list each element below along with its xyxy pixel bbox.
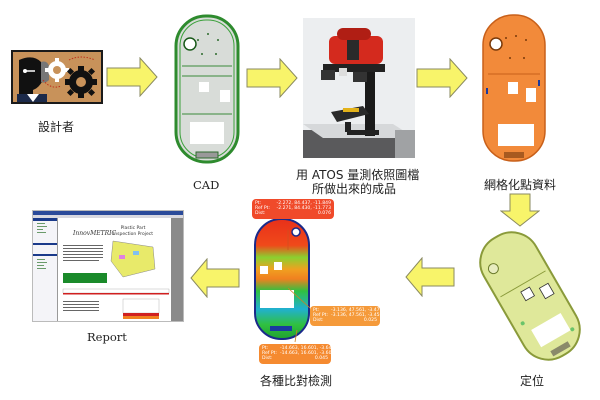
- atos-scanner-photo: [303, 18, 415, 158]
- ref-label: Ref Pt:: [255, 206, 271, 212]
- designer-label: 設計者: [38, 120, 75, 134]
- ref-value: -2.271, 84.430, -11.773: [276, 206, 331, 212]
- ref-value: -3.136, 47.561, -3.450: [331, 313, 383, 319]
- report-label: Report: [87, 330, 127, 344]
- pt-label: Pt:: [255, 201, 262, 206]
- arrow-right-3: [416, 58, 468, 98]
- report-title-line2: Inspection Project: [113, 231, 153, 237]
- deviation-map-image: [254, 218, 310, 340]
- dist-label: Dist:: [313, 318, 324, 324]
- ref-value: -14.663, 16.601, -3.600: [280, 351, 335, 357]
- phone-cad-model: [174, 14, 240, 164]
- mesh-label: 網格化點資料: [484, 178, 557, 192]
- ref-label: Ref Pt:: [262, 351, 278, 357]
- color-deviation-map: [254, 218, 310, 340]
- dist-value: 0.076: [317, 211, 331, 217]
- aligned-model-image: [470, 226, 590, 366]
- cad-model-image: [174, 14, 240, 164]
- dist-label: Dist:: [262, 356, 273, 362]
- arrow-left-1: [405, 257, 455, 297]
- callout-bottom: Pt: -14.663, 16.601, -3.645 Ref Pt:-14.66…: [259, 344, 335, 364]
- pt-value: -14.663, 16.601, -3.645: [280, 346, 335, 351]
- report-title-line1: Plastic Part: [121, 225, 146, 231]
- designer-image: [11, 50, 103, 104]
- arrow-down-1: [500, 193, 540, 227]
- arrow-left-2: [190, 258, 240, 298]
- arrow-right-1: [106, 57, 158, 97]
- designer-gears-icon: [11, 50, 103, 104]
- pt-label: Pt:: [262, 346, 269, 351]
- phone-mesh-model: [482, 14, 546, 162]
- report-image: InnovMETRIC Plastic Part Inspection Proj…: [32, 210, 184, 322]
- compare-label: 各種比對檢測: [260, 374, 333, 388]
- pt-value: -2.272, 84.437, -11.849: [276, 201, 331, 206]
- dist-value: 0.045: [314, 356, 328, 362]
- atos-label-line1: 用 ATOS 量測依照圖檔: [296, 168, 420, 182]
- atos-label-line2: 所做出來的成品: [312, 182, 397, 196]
- pt-value: -3.136, 47.561, -3.475: [331, 308, 383, 313]
- callout-leader-lines: [287, 230, 311, 343]
- pt-label: Pt:: [313, 308, 320, 313]
- report-document: InnovMETRIC Plastic Part Inspection Proj…: [33, 211, 183, 321]
- callout-middle: Pt: -3.136, 47.561, -3.475 Ref Pt:-3.136,…: [310, 306, 383, 326]
- arrow-right-2: [246, 58, 298, 98]
- dist-value: 0.025: [363, 318, 377, 324]
- mesh-model-image: [482, 14, 546, 162]
- phone-aligned-model: [479, 231, 581, 361]
- report-brand: InnovMETRIC: [72, 230, 117, 237]
- dist-label: Dist:: [255, 211, 266, 217]
- atos-scanner-image: [303, 18, 415, 158]
- ref-label: Ref Pt:: [313, 313, 329, 319]
- cad-label: CAD: [193, 178, 220, 192]
- align-label: 定位: [520, 374, 545, 388]
- callout-top: Pt: -2.272, 84.437, -11.849 Ref Pt: -2.271…: [252, 199, 334, 219]
